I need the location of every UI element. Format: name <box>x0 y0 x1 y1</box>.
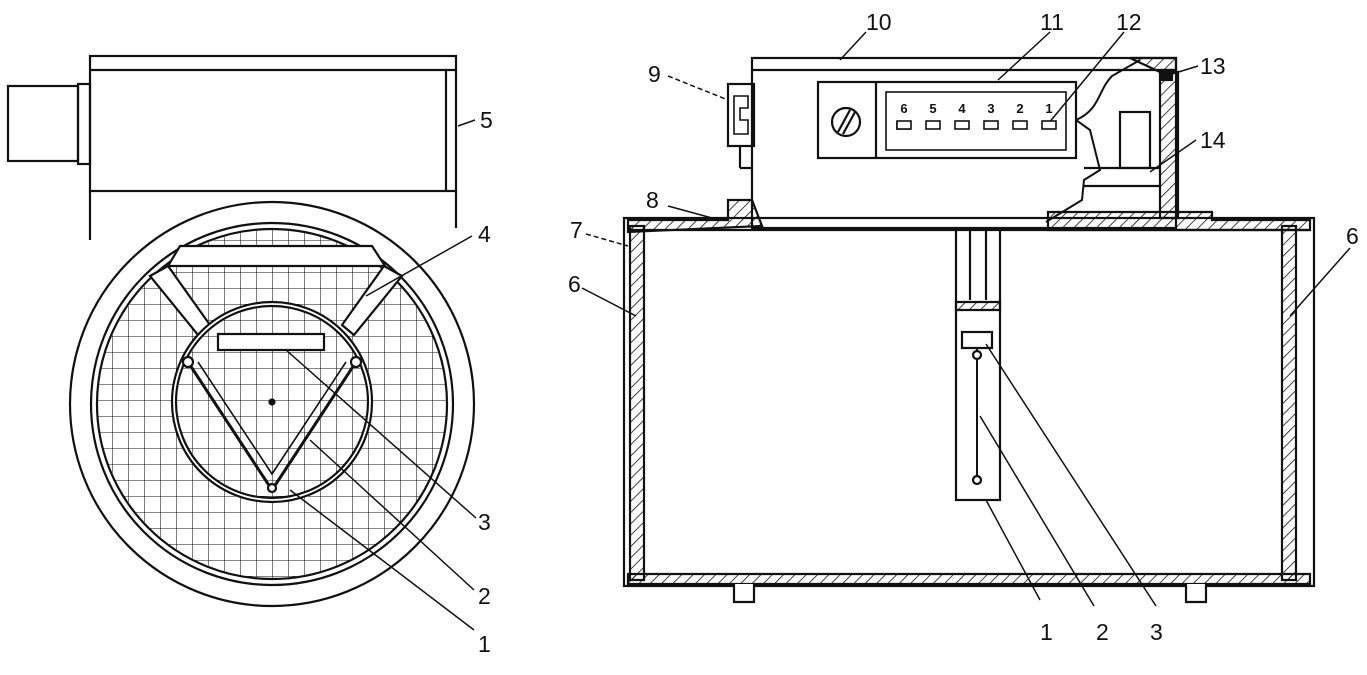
callout-label: 5 <box>480 107 493 133</box>
pin-number: 6 <box>900 101 907 116</box>
left-front-view <box>6 54 476 608</box>
callout-label: 3 <box>478 509 491 535</box>
left-callouts: 5 4 3 2 1 <box>478 107 493 657</box>
right-leader-lines <box>581 31 1351 607</box>
bottom-wall <box>626 572 1312 586</box>
callout-label: 11 <box>1040 9 1064 35</box>
callout-label: 6 <box>568 271 581 297</box>
pin-number: 5 <box>929 101 936 116</box>
side-connector <box>6 84 80 163</box>
callout-label: 3 <box>1150 619 1163 645</box>
right-section-view <box>622 56 1316 604</box>
callout-label: 7 <box>570 217 583 243</box>
pin-pad <box>1012 120 1028 130</box>
left-leader-lines <box>285 119 477 631</box>
connector-pin-labels: 6 5 4 3 2 1 <box>896 101 1057 130</box>
screen-6-right <box>1280 224 1298 582</box>
right-callouts: 1 2 3 6 6 7 8 9 10 11 12 13 14 <box>568 9 1359 645</box>
circuit-board-11 <box>816 80 1078 160</box>
callout-label: 1 <box>1040 619 1053 645</box>
callout-label: 10 <box>866 9 892 35</box>
callout-label: 12 <box>1116 9 1142 35</box>
seal-13 <box>1160 68 1174 82</box>
callout-label: 6 <box>1346 223 1359 249</box>
pin-pad <box>1041 120 1057 130</box>
pin-pad <box>954 120 970 130</box>
callout-label: 4 <box>478 221 491 247</box>
pin-pad <box>896 120 912 130</box>
adjust-screw <box>830 106 862 138</box>
callout-label: 1 <box>478 631 491 657</box>
callout-label: 9 <box>648 61 661 87</box>
sensor-element-3 <box>216 332 326 352</box>
pin-pad <box>925 120 941 130</box>
housing-wall-14 <box>1158 70 1180 220</box>
pin-pad <box>983 120 999 130</box>
screen-6-left <box>628 224 646 582</box>
pin-number: 2 <box>1016 101 1023 116</box>
callout-label: 2 <box>1096 619 1109 645</box>
housing-5 <box>88 54 458 193</box>
pin-number: 1 <box>1045 101 1052 116</box>
flow-tube <box>622 216 1316 588</box>
support-spokes-4 <box>148 244 404 337</box>
callout-label: 14 <box>1200 127 1226 153</box>
pin-number: 4 <box>958 101 966 116</box>
top-wall-8 <box>626 198 764 234</box>
callout-label: 8 <box>646 187 659 213</box>
callout-label: 2 <box>478 583 491 609</box>
pin-number: 3 <box>987 101 994 116</box>
connector-9 <box>726 82 756 148</box>
callout-label: 13 <box>1200 53 1226 79</box>
